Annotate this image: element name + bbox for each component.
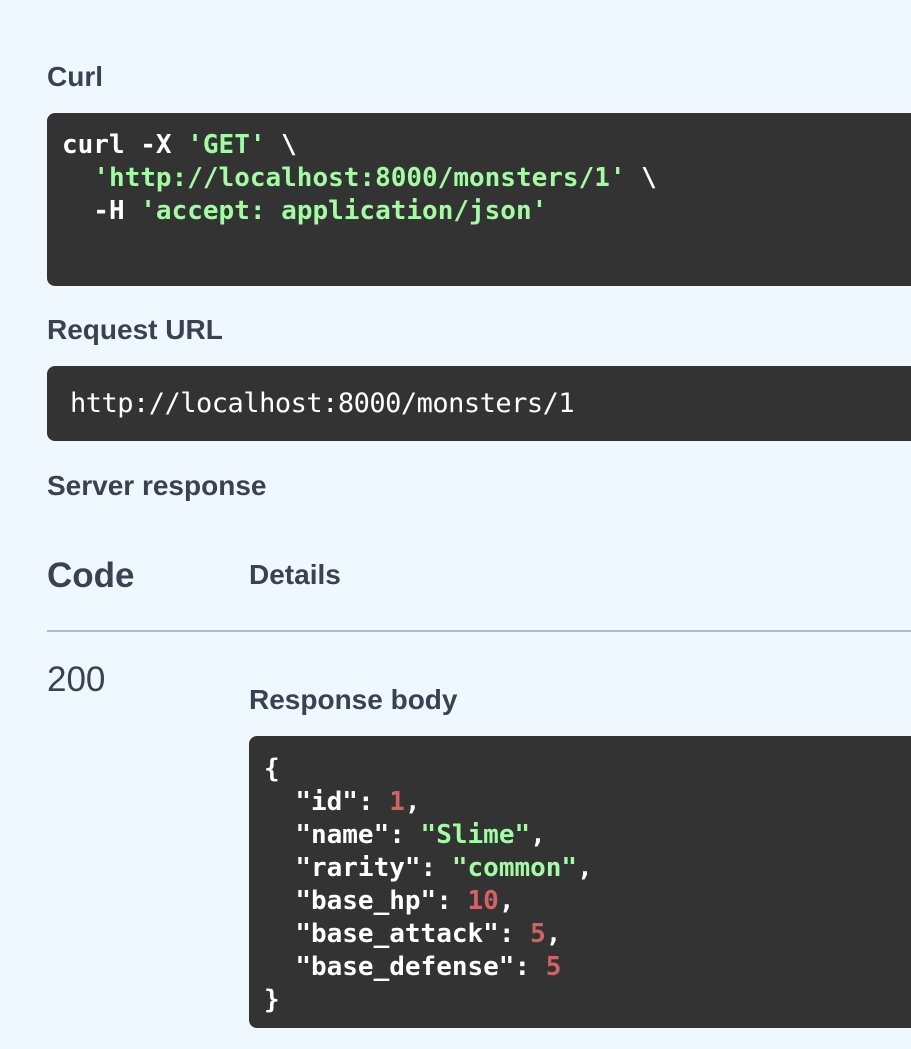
curl-line-3: -H 'accept: application/json' xyxy=(62,196,548,226)
code-column-header: Code xyxy=(47,556,135,595)
json-value: 1 xyxy=(389,787,405,817)
json-key: "base_attack" xyxy=(295,919,499,949)
curl-line-1: curl -X 'GET' \ xyxy=(62,130,297,160)
json-close-brace: } xyxy=(264,985,280,1015)
json-key: "rarity" xyxy=(295,853,421,883)
json-field-line: "name": "Slime", xyxy=(295,820,546,850)
json-field-line: "id": 1, xyxy=(295,787,421,817)
json-field-line: "rarity": "common", xyxy=(295,853,593,883)
server-response-heading: Server response xyxy=(47,470,267,501)
json-field-line: "base_defense": 5 xyxy=(295,952,562,982)
json-field-line: "base_hp": 10, xyxy=(295,886,515,916)
details-column-header: Details xyxy=(249,559,341,590)
json-value: 5 xyxy=(545,952,562,982)
json-value: "common" xyxy=(451,853,578,883)
curl-heading: Curl xyxy=(47,61,103,92)
json-value: 10 xyxy=(467,886,499,916)
json-field-line: "base_attack": 5, xyxy=(295,919,562,949)
json-open-brace: { xyxy=(264,754,280,784)
response-status-code: 200 xyxy=(47,660,106,699)
request-url-value: http://localhost:8000/monsters/1 xyxy=(70,388,575,419)
request-url-heading: Request URL xyxy=(47,314,223,345)
json-key: "base_hp" xyxy=(295,886,437,916)
json-value: 5 xyxy=(530,919,546,949)
curl-line-2: 'http://localhost:8000/monsters/1' \ xyxy=(93,163,657,193)
json-key: "name" xyxy=(295,820,390,850)
json-value: "Slime" xyxy=(420,820,531,850)
json-key: "base_defense" xyxy=(295,952,515,982)
request-url-block[interactable]: http://localhost:8000/monsters/1 xyxy=(47,366,911,441)
response-body-block[interactable]: { "id": 1, "name": "Slime", "rarity": "c… xyxy=(249,736,911,1028)
curl-code-block[interactable]: curl -X 'GET' \ 'http://localhost:8000/m… xyxy=(47,113,911,286)
table-header-divider xyxy=(47,630,911,632)
json-key: "id" xyxy=(295,787,358,817)
response-body-heading: Response body xyxy=(249,684,458,715)
